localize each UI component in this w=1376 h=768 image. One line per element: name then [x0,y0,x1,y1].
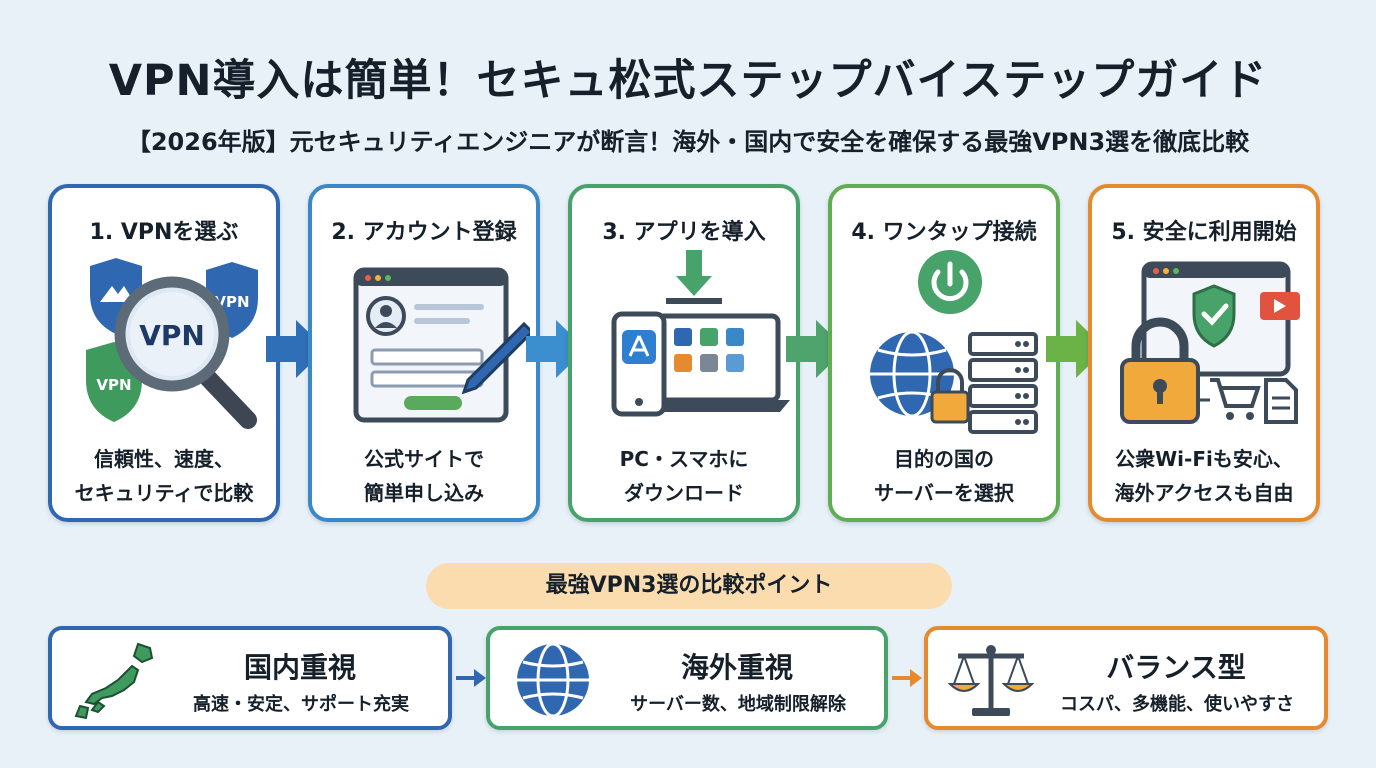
step-title: 4. ワンタップ接続 [851,220,1037,245]
japan-map-icon [74,642,154,720]
step-card-3: 3. アプリを導入 PC・スマホに ダウンロード [568,184,800,522]
shield-badge-label: VPN [96,376,131,394]
comparison-card-domestic: 国内重視 高速・安定、サポート充実 [48,626,452,730]
scale-icon [948,645,1034,716]
step-card-5: 5. 安全に利用開始 公衆Wi-Fiも安心、 海外アクセスも自由 [1088,184,1320,522]
step-card-4: 4. ワンタップ接続 目的の国の サーバーを選択 [828,184,1060,522]
step-description: PC・スマホに ダウンロード [619,447,749,505]
page-title: VPN導入は簡単！セキュ松式ステップバイステップガイド [108,56,1268,106]
step-description: 目的の国の サーバーを選択 [874,447,1014,505]
step-card-1: 1. VPNを選ぶ VPN VPN VPN 信頼性、速度、 セキュリティで比較 [48,184,280,522]
power-server-icon [870,250,1038,434]
comparison-title: 海外重視 [680,651,793,684]
comparison-card-balanced: バランス型 コスパ、多機能、使いやすさ [924,626,1328,730]
comparison-title: 国内重視 [243,651,356,684]
vpn-magnifier-icon: VPN VPN VPN [86,258,258,429]
step-description: 公衆Wi-Fiも安心、 海外アクセスも自由 [1114,447,1294,505]
step-title: 2. アカウント登録 [331,220,517,245]
shield-badge-label: VPN [214,293,249,311]
comparison-arrow-icon [456,669,486,687]
comparison-description: コスパ、多機能、使いやすさ [1060,694,1294,715]
comparison-description: サーバー数、地域制限解除 [630,694,846,715]
step-title: 3. アプリを導入 [602,220,766,245]
comparison-card-overseas: 海外重視 サーバー数、地域制限解除 [486,626,888,730]
page-subtitle: 【2026年版】元セキュリティエンジニアが断言！海外・国内で安全を確保する最強V… [126,128,1250,156]
comparison-description: 高速・安定、サポート充実 [193,694,409,715]
lens-label: VPN [139,319,205,352]
step-card-2: 2. アカウント登録 公式サイトで 簡単申し込み [308,184,540,522]
comparison-arrow-icon [892,669,922,687]
app-download-icon [611,250,790,417]
signup-form-icon [353,267,530,423]
step-description: 信頼性、速度、 セキュリティで比較 [74,447,254,505]
comparison-heading: 最強VPN3選の比較ポイント [426,563,952,609]
secure-browser-icon [1120,261,1300,424]
step-description: 公式サイトで 簡単申し込み [364,447,484,505]
step-title: 5. 安全に利用開始 [1111,220,1297,245]
comparison-title: バランス型 [1106,651,1246,684]
step-title: 1. VPNを選ぶ [89,220,239,245]
globe-icon [517,642,589,718]
